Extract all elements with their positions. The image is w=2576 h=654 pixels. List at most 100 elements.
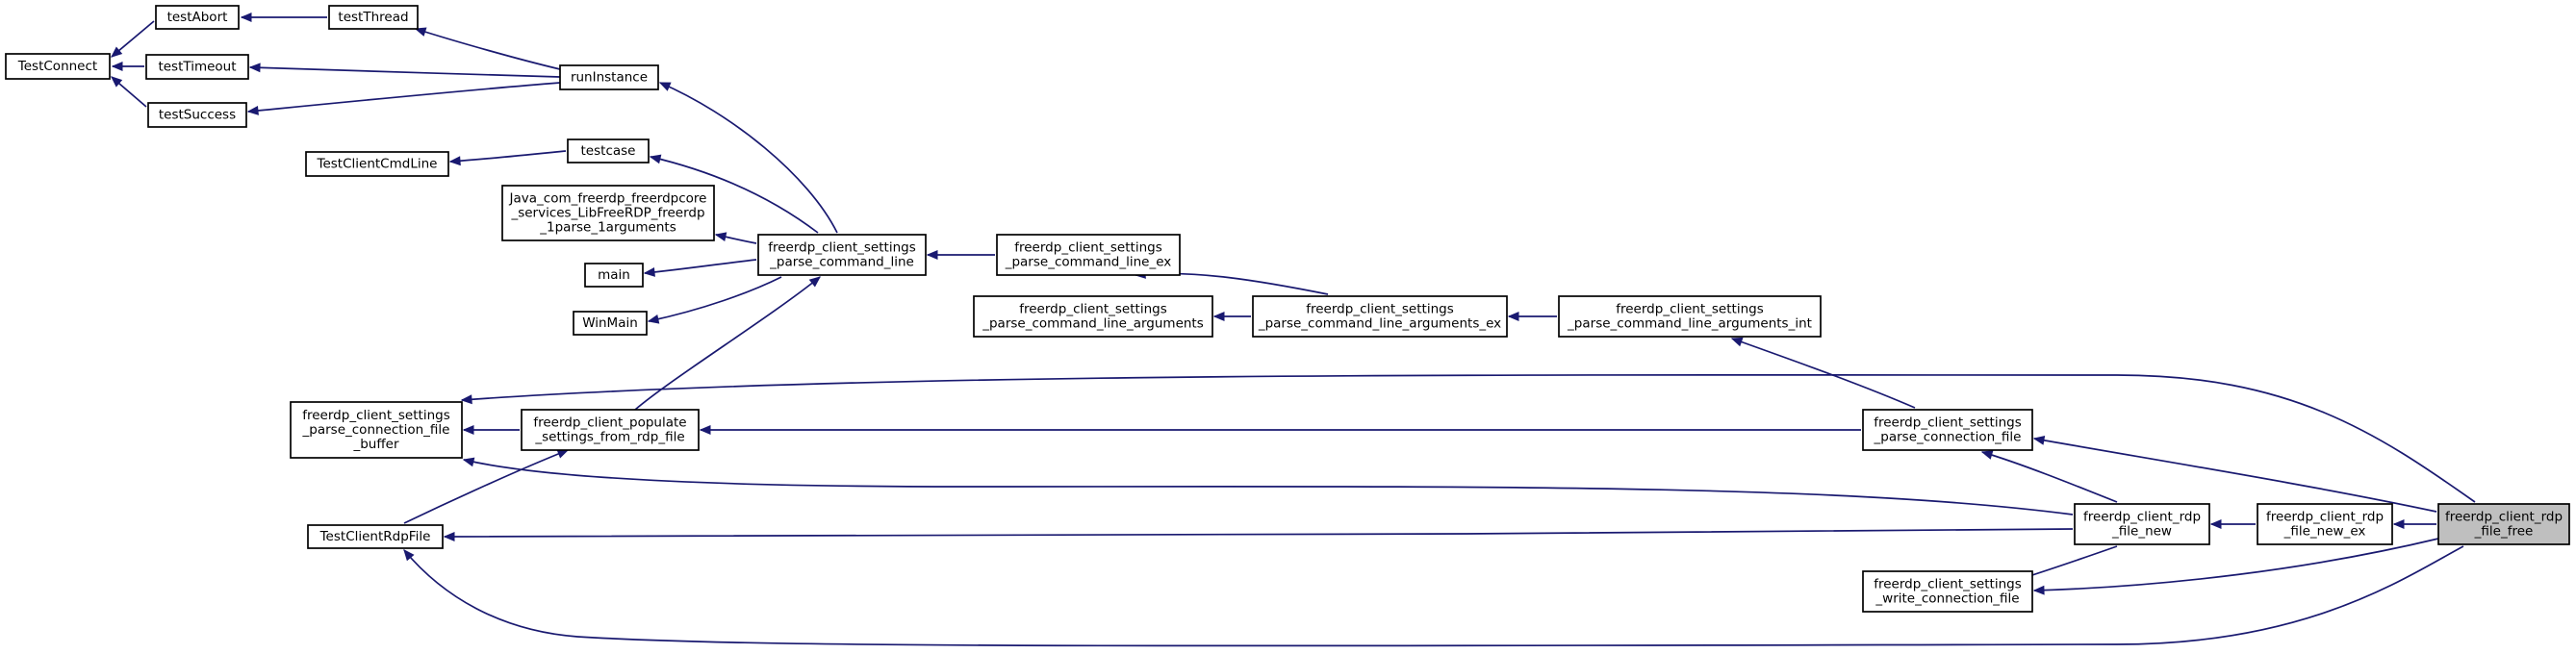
edge-rdp-file-free-to-parse-connection-file (2032, 435, 2437, 513)
node-parse-command-line[interactable]: freerdp_client_settings_parse_command_li… (757, 234, 927, 276)
edge-line (2033, 438, 2437, 513)
node-winmain[interactable]: WinMain (573, 311, 648, 336)
node-label-line: _parse_command_line_arguments (982, 316, 1204, 332)
arrowhead (248, 63, 261, 73)
arrowhead (714, 232, 727, 242)
node-parse-connection-file[interactable]: freerdp_client_settings_parse_connection… (1862, 409, 2033, 451)
node-box (1862, 570, 2033, 613)
node-testcase[interactable]: testcase (567, 138, 650, 164)
edge-rdp-file-new-ex-to-rdp-file-new (2209, 519, 2256, 529)
arrowhead (448, 156, 461, 166)
edge-parse-command-line-to-winmain (647, 276, 782, 324)
arrowhead (1507, 312, 1519, 321)
edge-line (449, 150, 567, 163)
node-box (501, 185, 715, 241)
node-parse-command-line-arguments-ex[interactable]: freerdp_client_settings_parse_command_li… (1252, 295, 1508, 338)
edge-line (415, 28, 561, 70)
node-box (328, 5, 419, 30)
edge-runinstance-to-testsuccess (246, 82, 561, 115)
node-testclientrdpfile[interactable]: TestClientRdpFile (307, 524, 444, 549)
edge-line (644, 259, 757, 274)
node-runinstance[interactable]: runInstance (559, 64, 659, 90)
node-parse-command-line-arguments-int[interactable]: freerdp_client_settings_parse_command_li… (1558, 295, 1822, 338)
edge-line (650, 156, 819, 234)
node-label-line: Java_com_freerdp_freerdpcore (509, 191, 707, 207)
node-testtimeout[interactable]: testTimeout (145, 54, 249, 80)
node-testthread[interactable]: testThread (328, 5, 419, 30)
arrowhead (699, 425, 711, 435)
node-rdp-file-new-ex[interactable]: freerdp_client_rdp_file_new_ex (2257, 503, 2393, 545)
node-label-line: freerdp_client_settings (768, 240, 915, 256)
edge-line (403, 545, 2464, 647)
arrowhead (111, 46, 123, 58)
graph-nodes: TestConnect testAbort testThread testTimeou… (5, 5, 2570, 613)
node-label-line: _parse_command_line_ex (1005, 255, 1172, 270)
edge-rdp-file-new-to-parse-connection-file-buffer (462, 457, 2074, 516)
node-testconnect[interactable]: TestConnect (5, 53, 111, 80)
edge-line (648, 276, 782, 322)
node-box (2437, 503, 2570, 545)
node-label-line: freerdp_client_settings (1874, 415, 2021, 431)
edge-testabort-to-testconnect (111, 20, 155, 58)
arrowhead (462, 425, 474, 435)
node-box (757, 234, 927, 276)
edge-parse-command-line-ex-to-parse-command-line (926, 250, 995, 260)
node-box (307, 524, 444, 549)
node-label-line: freerdp_client_populate (533, 415, 686, 431)
arrowhead (1980, 450, 1994, 460)
edge-line (249, 66, 561, 78)
edge-line (1135, 272, 1329, 295)
node-populate-settings[interactable]: freerdp_client_populate_settings_from_rd… (521, 409, 700, 451)
node-box (996, 234, 1181, 276)
arrowhead (462, 457, 475, 467)
arrowhead (443, 532, 455, 541)
arrowhead (240, 13, 252, 22)
node-label-line: _1parse_1arguments (539, 220, 676, 236)
node-label-line: freerdp_client_settings (1019, 302, 1166, 317)
node-label-line: main (598, 267, 630, 283)
edge-line (444, 528, 2074, 538)
node-box (521, 409, 700, 451)
node-box (1252, 295, 1508, 338)
node-testclientcmdline[interactable]: TestClientCmdLine (305, 151, 449, 177)
node-rdp-file-new[interactable]: freerdp_client_rdp_file_new (2074, 503, 2210, 545)
node-box (147, 102, 247, 128)
edge-testtimeout-to-testconnect (111, 62, 144, 71)
node-testabort[interactable]: testAbort (155, 5, 240, 30)
node-label-line: _buffer (352, 437, 398, 452)
node-box (2257, 503, 2393, 545)
arrowhead (2032, 435, 2046, 445)
node-java-parse-arguments[interactable]: Java_com_freerdp_freerdpcore_services_Li… (501, 185, 715, 241)
arrowhead (2392, 519, 2405, 529)
node-label-line: testThread (338, 10, 408, 25)
edge-line (463, 459, 2074, 516)
node-box (1558, 295, 1822, 338)
node-label-line: _write_connection_file (1875, 591, 2019, 607)
edge-rdp-file-free-to-rdp-file-new-ex (2392, 519, 2436, 529)
node-testsuccess[interactable]: testSuccess (147, 102, 247, 128)
node-label-line: _parse_command_line_arguments_int (1567, 316, 1812, 332)
edge-line (2033, 538, 2439, 591)
node-box (145, 54, 249, 80)
node-parse-command-line-arguments[interactable]: freerdp_client_settings_parse_command_li… (973, 295, 1213, 338)
edge-parse-command-line-to-main (643, 259, 757, 277)
arrowhead (111, 62, 123, 71)
arrowhead (643, 267, 655, 277)
node-write-connection-file[interactable]: freerdp_client_settings_write_connection… (1862, 570, 2033, 613)
edge-line (403, 449, 569, 524)
node-main[interactable]: main (584, 263, 644, 288)
node-label-line: freerdp_client_rdp (2083, 510, 2201, 525)
edge-testthread-to-testabort (240, 13, 327, 22)
node-parse-command-line-ex[interactable]: freerdp_client_settings_parse_command_li… (996, 234, 1181, 276)
node-label-line: _parse_command_line_arguments_ex (1258, 316, 1501, 332)
node-box (559, 64, 659, 90)
node-label-line: TestClientCmdLine (317, 157, 438, 172)
node-label-line: testAbort (167, 10, 228, 25)
node-label-line: testSuccess (159, 108, 236, 123)
node-parse-connection-file-buffer[interactable]: freerdp_client_settings_parse_connection… (290, 401, 463, 459)
node-label-line: freerdp_client_rdp (2445, 510, 2563, 525)
arrowhead (2032, 585, 2045, 595)
node-label-line: _parse_command_line (769, 255, 914, 270)
arrowhead (460, 394, 472, 405)
arrowhead (649, 154, 662, 164)
